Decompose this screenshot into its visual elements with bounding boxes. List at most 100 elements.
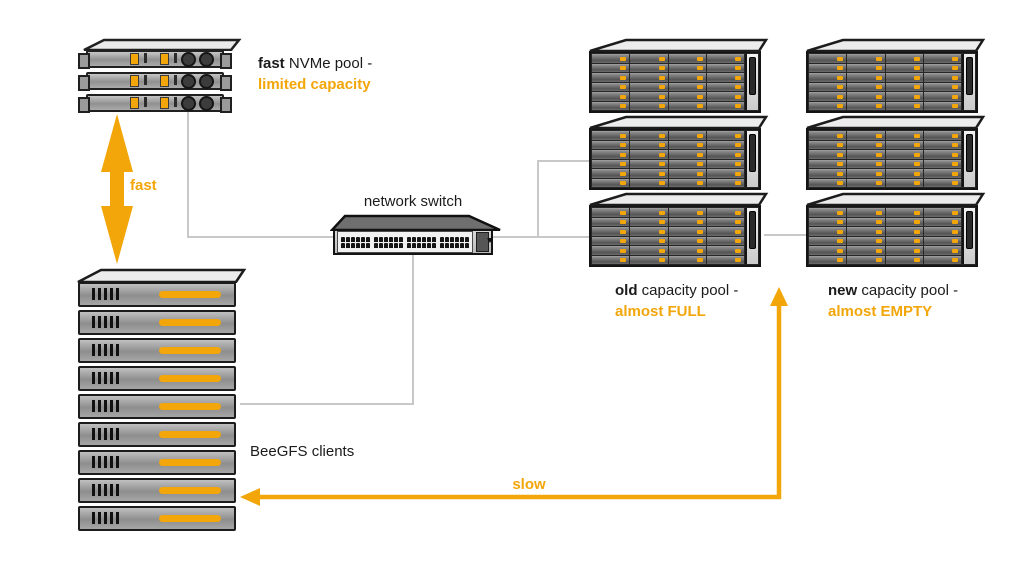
drive-bay (630, 73, 668, 82)
client-server-unit (78, 478, 236, 503)
server-ear-icon (78, 75, 90, 91)
drive-bay (630, 140, 668, 149)
drive-bay (885, 140, 923, 149)
drive-bay (809, 159, 847, 168)
drive-led-icon (837, 75, 844, 80)
vent-slit-icon (116, 316, 119, 328)
drive-bay (885, 246, 923, 255)
drive-bay (668, 169, 706, 178)
enclosure-handle-icon (966, 134, 973, 172)
drive-led-icon (696, 220, 703, 225)
drive-led-icon (658, 94, 665, 99)
slow-arrow-line (258, 304, 782, 500)
drive-led-icon (696, 171, 703, 176)
drive-bay (847, 101, 885, 110)
drive-bay (847, 82, 885, 91)
drive-bay (706, 150, 744, 159)
drive-led-icon (620, 239, 627, 244)
drive-bay (923, 73, 961, 82)
drive-bay (923, 178, 961, 187)
enclosure-side-panel (962, 131, 975, 187)
drive-led-icon (875, 239, 882, 244)
drive-bay (592, 63, 630, 72)
port-icon (399, 236, 403, 242)
new-pool-enclosure-roof (806, 192, 986, 206)
drive-bay (592, 208, 630, 217)
enclosure-side-panel (745, 131, 758, 187)
drive-bay (847, 131, 885, 140)
drive-led-icon (696, 229, 703, 234)
drive-bay (885, 54, 923, 63)
drive-led-icon (658, 152, 665, 157)
drive-bay (706, 246, 744, 255)
drive-bay (923, 246, 961, 255)
drive-bay (809, 150, 847, 159)
nvme-pool-label: fast NVMe pool - limited capacity (258, 53, 372, 95)
drive-led-icon (913, 239, 920, 244)
vent-slit-icon (110, 512, 113, 524)
drive-bay (923, 227, 961, 236)
drive-bay (706, 227, 744, 236)
port-icon (407, 236, 411, 242)
drive-bay (885, 169, 923, 178)
drive-bay (847, 159, 885, 168)
drive-led-icon (696, 133, 703, 138)
drive-bay (809, 236, 847, 245)
drive-bay (885, 217, 923, 226)
drive-led-icon (837, 229, 844, 234)
drive-bay (847, 255, 885, 264)
vent-slit-icon (116, 344, 119, 356)
drive-led-icon (952, 248, 958, 253)
bezel-mark-icon (174, 97, 177, 107)
drive-led-icon (620, 220, 627, 225)
drive-led-icon (952, 66, 958, 71)
drive-led-icon (735, 181, 741, 186)
drive-bay (885, 227, 923, 236)
drive-led-icon (620, 75, 627, 80)
new-pool-enclosure-front (806, 128, 978, 190)
port-icon (465, 242, 469, 248)
drive-bay (706, 54, 744, 63)
switch-ports (337, 231, 473, 253)
client-server-unit (78, 282, 236, 307)
drive-slot-icon (130, 75, 139, 87)
drive-bay (809, 73, 847, 82)
drive-led-icon (620, 248, 627, 253)
drive-bay (809, 255, 847, 264)
drive-led-icon (913, 66, 920, 71)
wire-nvme-to-switch (187, 104, 334, 238)
drive-led-icon (620, 181, 627, 186)
vent-slit-icon (92, 428, 95, 440)
drive-led-icon (837, 94, 844, 99)
drive-bay (706, 208, 744, 217)
nvme-pool-stack (78, 38, 242, 116)
drive-bay (706, 217, 744, 226)
drive-led-icon (837, 258, 844, 263)
drive-led-icon (658, 143, 665, 148)
vent-slit-icon (98, 344, 101, 356)
drive-led-icon (875, 133, 882, 138)
drive-bay (923, 63, 961, 72)
vent-slit-icon (92, 316, 95, 328)
port-icon (384, 236, 388, 242)
drive-led-icon (696, 94, 703, 99)
drive-led-icon (696, 85, 703, 90)
nvme-pool-label-bold: fast (258, 55, 285, 72)
vent-slit-icon (92, 484, 95, 496)
status-bar-icon (159, 319, 221, 326)
port-icon (374, 236, 378, 242)
drive-bay (668, 131, 706, 140)
drive-slot-icon (160, 97, 169, 109)
port-icon (389, 242, 393, 248)
drive-led-icon (696, 162, 703, 167)
drive-led-icon (913, 181, 920, 186)
drive-led-icon (875, 66, 882, 71)
old-pool-label: old capacity pool - almost FULL (615, 280, 738, 322)
fan-icon (199, 52, 214, 67)
drive-led-icon (696, 104, 703, 109)
drive-bay (630, 150, 668, 159)
port-icon (455, 236, 459, 242)
port-icon (341, 236, 345, 242)
old-pool-enclosure-front (589, 128, 761, 190)
